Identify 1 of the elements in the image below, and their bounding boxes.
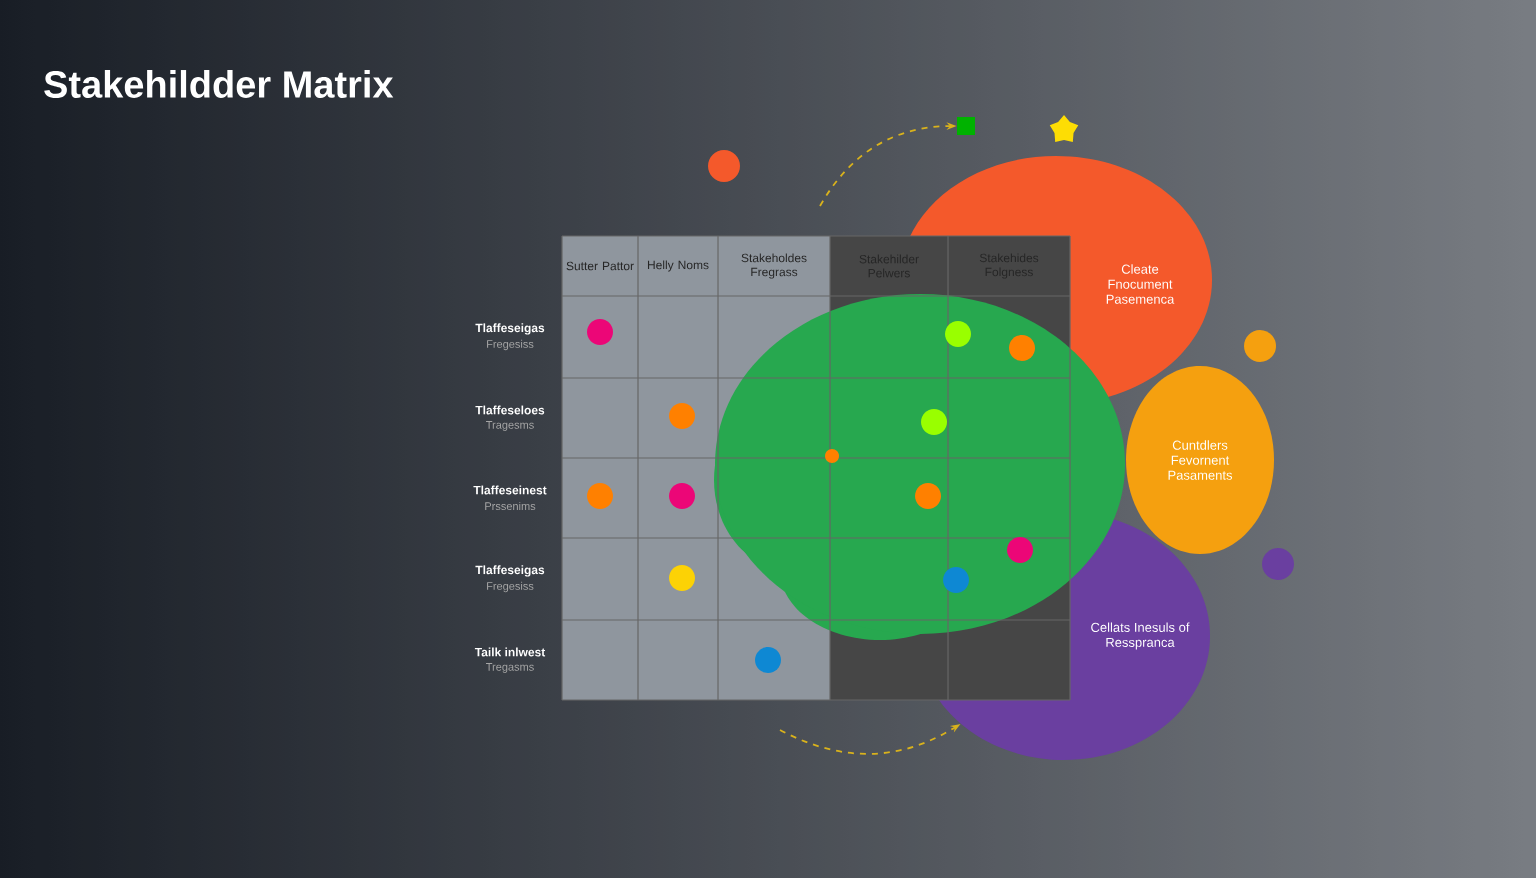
diagram-title: Stakehildder Matrix xyxy=(44,70,394,98)
